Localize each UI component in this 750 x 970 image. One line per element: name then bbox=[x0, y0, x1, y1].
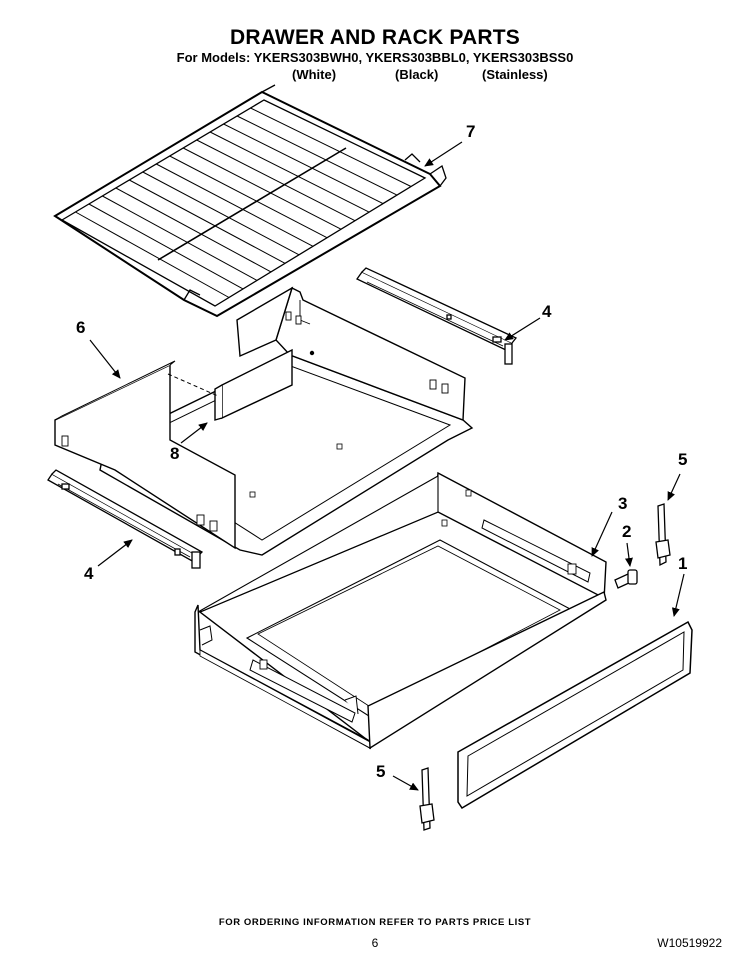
models-line: For Models: YKERS303BWH0, YKERS303BBL0, … bbox=[176, 50, 574, 65]
callout-6: 6 bbox=[76, 318, 86, 337]
drawer-housing bbox=[54, 286, 474, 556]
slide-rail-right bbox=[356, 267, 518, 365]
callout-2: 2 bbox=[622, 522, 632, 541]
callout-7: 7 bbox=[466, 122, 476, 141]
page-number: 6 bbox=[371, 936, 379, 950]
document-number: W10519922 bbox=[657, 936, 722, 950]
drawer-body bbox=[194, 471, 607, 750]
screw bbox=[614, 569, 638, 589]
variant-black: (Black) bbox=[395, 67, 439, 82]
callout-4-upper: 4 bbox=[542, 302, 552, 321]
bracket-upper bbox=[655, 503, 671, 567]
page-title: DRAWER AND RACK PARTS bbox=[229, 26, 521, 49]
leader-arrows bbox=[89, 141, 685, 791]
callout-5-lower: 5 bbox=[376, 762, 386, 781]
callout-1: 1 bbox=[678, 554, 688, 573]
callout-8: 8 bbox=[170, 444, 180, 463]
variant-white: (White) bbox=[292, 67, 337, 82]
variant-stainless: (Stainless) bbox=[482, 67, 548, 82]
drawer-front-panel bbox=[457, 620, 693, 810]
callout-4-lower: 4 bbox=[84, 564, 94, 583]
bracket-lower bbox=[419, 767, 435, 831]
slide-rail-left bbox=[47, 469, 204, 569]
oven-rack bbox=[53, 84, 447, 318]
ordering-note: FOR ORDERING INFORMATION REFER TO PARTS … bbox=[218, 917, 532, 928]
callout-3: 3 bbox=[618, 494, 628, 513]
callout-5-upper: 5 bbox=[678, 450, 688, 469]
